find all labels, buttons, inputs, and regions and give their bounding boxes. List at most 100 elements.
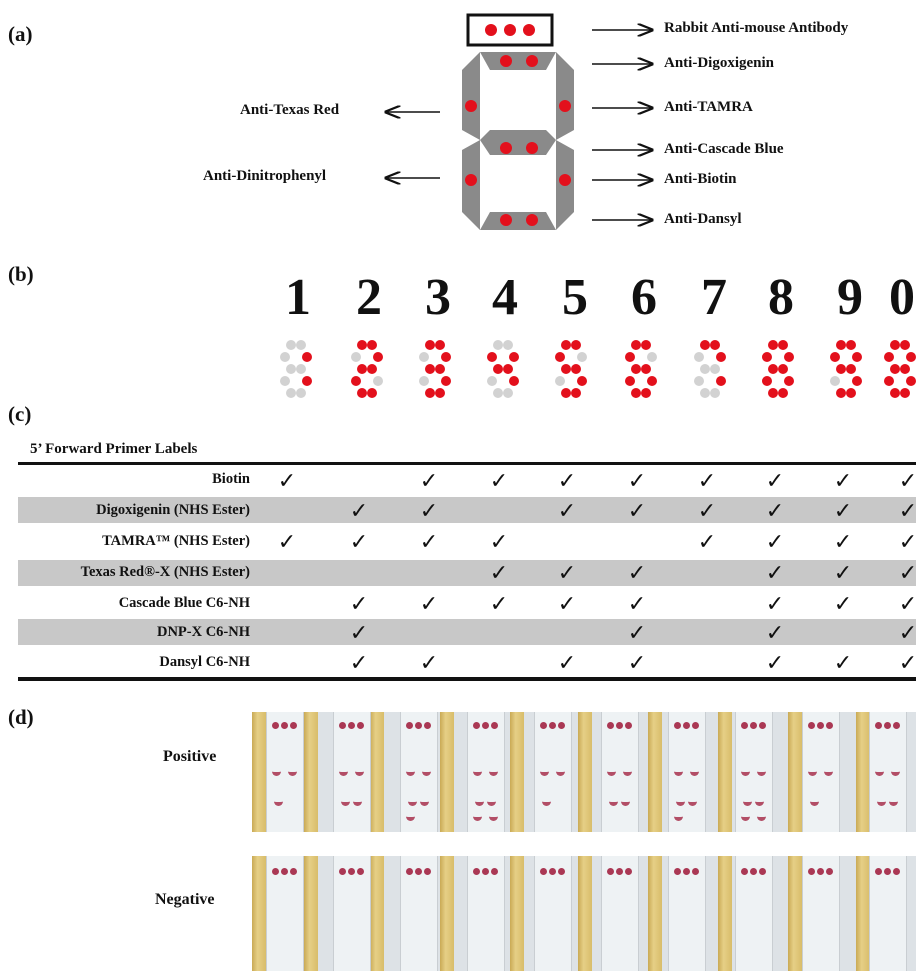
pattern-dot [631,340,641,350]
control-spot [893,868,900,875]
control-spot [893,722,900,729]
check-mark: ✓ [828,531,858,553]
pattern-dot [694,376,704,386]
control-spot [875,722,882,729]
signal-band [408,797,417,806]
signal-band [607,767,616,776]
check-mark: ✓ [552,562,582,584]
signal-band [877,797,886,806]
control-spot [491,722,498,729]
control-spot [339,722,346,729]
check-mark: ✓ [272,470,302,492]
pattern-dot [425,340,435,350]
control-spot [473,722,480,729]
signal-band [341,797,350,806]
tape-strip [510,856,524,971]
check-mark: ✓ [414,593,444,615]
pattern-dot [884,352,894,362]
control-spot [482,722,489,729]
check-mark: ✓ [893,593,916,615]
signal-band [473,767,482,776]
signal-band [741,812,750,821]
pattern-dot [641,340,651,350]
check-mark: ✓ [344,531,374,553]
pattern-dot [351,376,361,386]
pattern-dot [571,388,581,398]
check-mark: ✓ [622,470,652,492]
pattern-dot [906,376,916,386]
table-header: 5’ Forward Primer Labels [30,441,197,458]
table-top-rule [18,462,916,465]
check-mark: ✓ [893,562,916,584]
pattern-dot [890,340,900,350]
control-spot [750,722,757,729]
pattern-dot [716,352,726,362]
signal-band [355,767,364,776]
pattern-dot [625,352,635,362]
control-spot [884,868,891,875]
check-mark: ✓ [622,652,652,674]
signal-band [540,767,549,776]
check-mark: ✓ [760,593,790,615]
signal-band [621,797,630,806]
check-mark: ✓ [760,562,790,584]
signal-band [272,767,281,776]
pattern-dot [441,376,451,386]
pattern-dot [647,376,657,386]
control-spot [683,868,690,875]
check-mark: ✓ [414,470,444,492]
control-spot [817,722,824,729]
check-mark: ✓ [552,500,582,522]
pattern-dot [830,352,840,362]
pattern-dot [836,388,846,398]
pattern-dot [700,364,710,374]
check-mark: ✓ [760,652,790,674]
pattern-dot [493,340,503,350]
pattern-dot [373,376,383,386]
pattern-dot [900,364,910,374]
tape-strip [788,856,802,971]
pattern-dot [487,376,497,386]
pattern-dot [700,340,710,350]
negative-strip-photo [252,856,916,971]
signal-band [542,797,551,806]
signal-band [422,767,431,776]
signal-band [889,797,898,806]
pattern-dot [710,388,720,398]
signal-band [676,797,685,806]
row-label-texas-red: Texas Red®-X (NHS Ester) [0,564,250,581]
control-spot [549,722,556,729]
pattern-dot [571,364,581,374]
tape-strip [510,712,524,832]
tape-strip [370,856,384,971]
pattern-dot [631,388,641,398]
control-spot [415,868,422,875]
pattern-dot [367,388,377,398]
control-spot [406,868,413,875]
check-mark: ✓ [552,652,582,674]
table-bottom-rule [18,677,916,681]
check-mark: ✓ [484,593,514,615]
signal-band [475,797,484,806]
control-spot [281,722,288,729]
pattern-dot [852,352,862,362]
pattern-dot [900,340,910,350]
control-spot [607,868,614,875]
control-spot [424,722,431,729]
signal-band [755,797,764,806]
row-label-dnp: DNP-X C6-NH [0,624,250,641]
signal-band [487,797,496,806]
tape-strip [718,712,732,832]
pattern-dot [710,340,720,350]
pattern-dot [419,352,429,362]
pattern-dot [762,352,772,362]
signal-band [741,767,750,776]
tape-strip [648,856,662,971]
tape-strip [856,856,870,971]
control-spot [875,868,882,875]
tape-strip [304,712,318,832]
control-spot [406,722,413,729]
pattern-dot [906,352,916,362]
control-spot [674,722,681,729]
signal-band [473,812,482,821]
